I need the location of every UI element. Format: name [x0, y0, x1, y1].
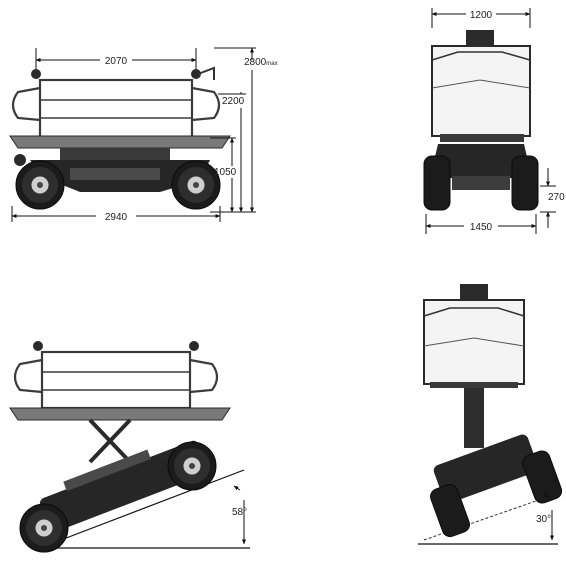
front-view-wheel-right: [511, 155, 539, 211]
front-view-railing: [431, 45, 531, 137]
angle-lateral-slope: 30°: [536, 514, 551, 525]
front-view-chassis: [430, 144, 532, 178]
side-slope-scissor: [88, 418, 132, 464]
lateral-slope-railing: [423, 299, 525, 385]
side-view: 2070 2800max 2200 1050 2940: [9, 47, 278, 223]
dim-overall-length: 2940: [105, 212, 128, 223]
front-view: 1200 270 1450: [423, 8, 565, 234]
side-slope-wheel-low: [19, 503, 69, 553]
lateral-slope-view: 30°: [418, 284, 563, 545]
side-view-scissor: [60, 148, 170, 162]
side-slope-view: 58°: [9, 341, 250, 553]
side-slope-deck: [9, 407, 231, 421]
side-view-railing: [11, 66, 221, 140]
dim-overall-width: 1450: [470, 222, 493, 233]
lateral-slope-chassis: [433, 434, 539, 503]
side-view-deck: [9, 135, 231, 149]
side-view-wheel-front: [15, 160, 65, 210]
dim-platform-width: 1200: [470, 10, 493, 21]
dim-platform-length: 2070: [105, 56, 128, 67]
side-slope-wheel-high: [167, 441, 217, 491]
dim-ground-clearance: 270: [548, 192, 565, 203]
dim-rail-height: 2200: [222, 96, 245, 107]
lateral-slope-mast: [464, 388, 484, 448]
dim-platform-height: 1050: [214, 167, 237, 178]
angle-longitudinal-slope: 58°: [232, 507, 247, 518]
lateral-slope-wheel-right: [522, 450, 563, 504]
front-view-wheel-left: [423, 155, 451, 211]
slope-incline-line: [39, 469, 245, 549]
side-view-wheel-rear: [171, 160, 221, 210]
lateral-slope-wheel-left: [430, 483, 470, 538]
lateral-incline-line: [423, 493, 557, 541]
side-slope-chassis: [39, 440, 209, 532]
dim-max-height: 2800max: [244, 57, 278, 68]
